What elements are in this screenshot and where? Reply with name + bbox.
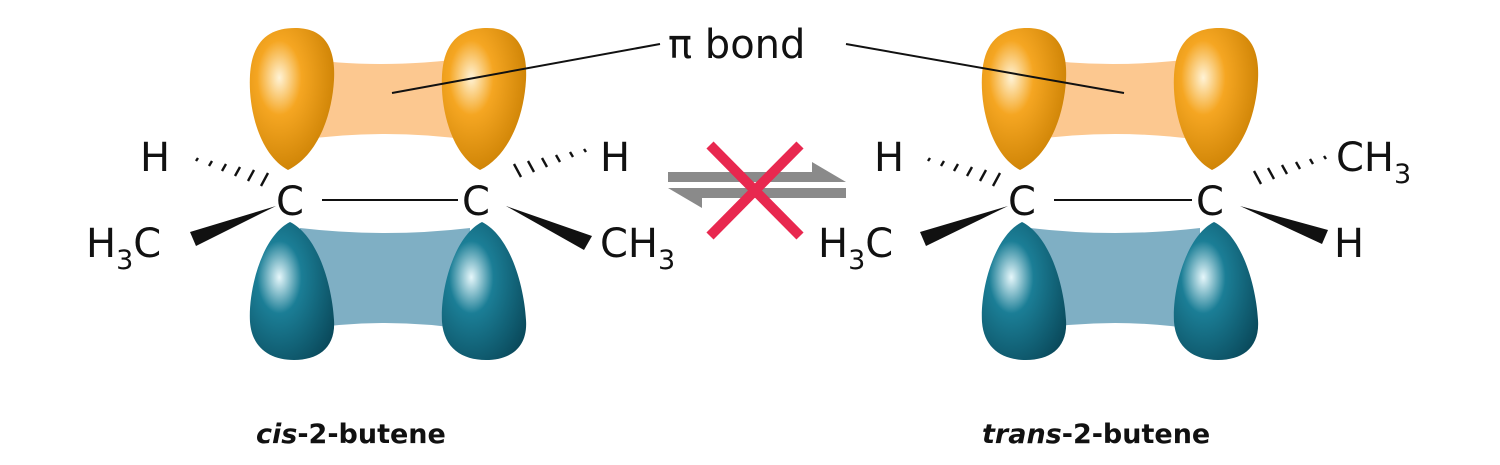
pi-overlap-bottom [1030,228,1200,330]
p-orbital-bottom-right [441,222,527,360]
pi-bond-label: π bond [668,22,805,68]
methyl-lower-left: H3C [86,221,161,276]
hashed-bond-right [1252,155,1327,185]
p-orbital-bottom-right [1173,222,1259,360]
p-orbital-top-left [981,28,1067,170]
methyl-lower-left: H3C [818,221,893,276]
wedge-bond-left [920,206,1008,246]
hashed-bond-right [512,148,587,178]
wedge-bond-right [506,206,592,250]
hydrogen-upper-left: H [874,135,904,181]
carbon-left: C [276,179,304,225]
p-orbital-top-right [1173,28,1259,170]
p-orbital-top-right [441,28,527,170]
hydrogen-lower-right: H [1334,221,1364,267]
pi-overlap-top [300,58,470,140]
methyl-upper-right: CH3 [1336,135,1411,190]
methyl-lower-right: CH3 [600,221,675,276]
p-orbital-bottom-left [981,222,1067,360]
pi-bond-leader-left [391,43,661,94]
hydrogen-upper-left: H [140,135,170,181]
trans-2-butene-label: trans-2-butene [982,419,1210,450]
p-orbital-top-left [249,28,335,170]
cis-2-butene-label: cis-2-butene [256,419,446,450]
carbon-left: C [1008,179,1036,225]
wedge-bond-left [190,206,276,246]
pi-overlap-bottom [300,228,470,330]
pi-overlap-top [1030,58,1200,140]
carbon-right: C [462,179,490,225]
wedge-bond-right [1240,206,1328,244]
hydrogen-upper-right: H [600,135,630,181]
pi-bond-leader-right [845,43,1125,94]
hashed-bond-left [927,157,1002,187]
carbon-right: C [1196,179,1224,225]
red-x-icon [706,141,804,240]
hashed-bond-left [195,157,270,187]
trans-molecule: C C H CH3 H3C H [818,28,1411,360]
cis-molecule: C C H H H3C CH3 [86,28,675,360]
p-orbital-bottom-left [249,222,335,360]
